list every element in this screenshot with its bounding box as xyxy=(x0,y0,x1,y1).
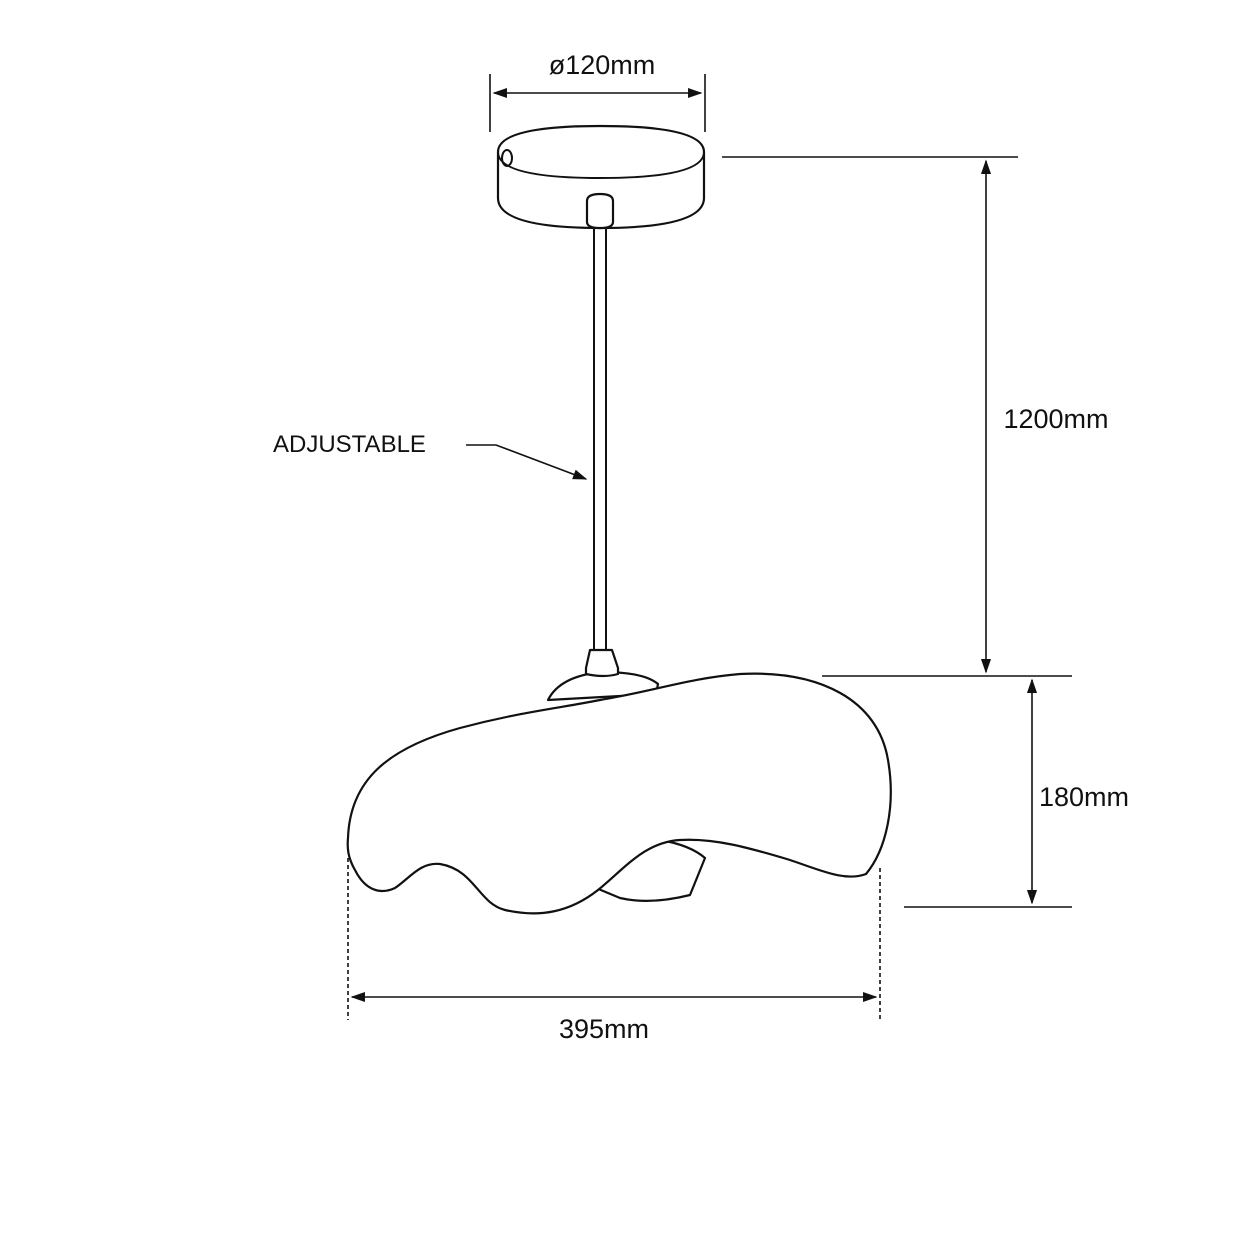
shade-width-label: 395mm xyxy=(559,1014,649,1044)
shade-height-label: 180mm xyxy=(1039,782,1129,812)
adjustable-label: ADJUSTABLE xyxy=(273,431,426,458)
wavy-shade xyxy=(346,672,892,915)
canopy-screw-icon xyxy=(501,149,513,167)
ceiling-canopy xyxy=(496,124,706,230)
dimension-canopy-diameter: ø120mm xyxy=(489,50,706,132)
dimension-shade-width: 395mm xyxy=(347,858,881,1044)
dimension-shade-height: 180mm xyxy=(904,678,1129,908)
dimension-cable-length: 1200mm xyxy=(722,156,1109,677)
adjustable-callout: ADJUSTABLE xyxy=(273,431,588,480)
shade-socket xyxy=(546,648,660,702)
canopy-diameter-label: ø120mm xyxy=(549,50,656,80)
cable-length-label: 1200mm xyxy=(1003,404,1108,434)
suspension-cable xyxy=(593,227,607,651)
cable-grip xyxy=(585,192,615,230)
